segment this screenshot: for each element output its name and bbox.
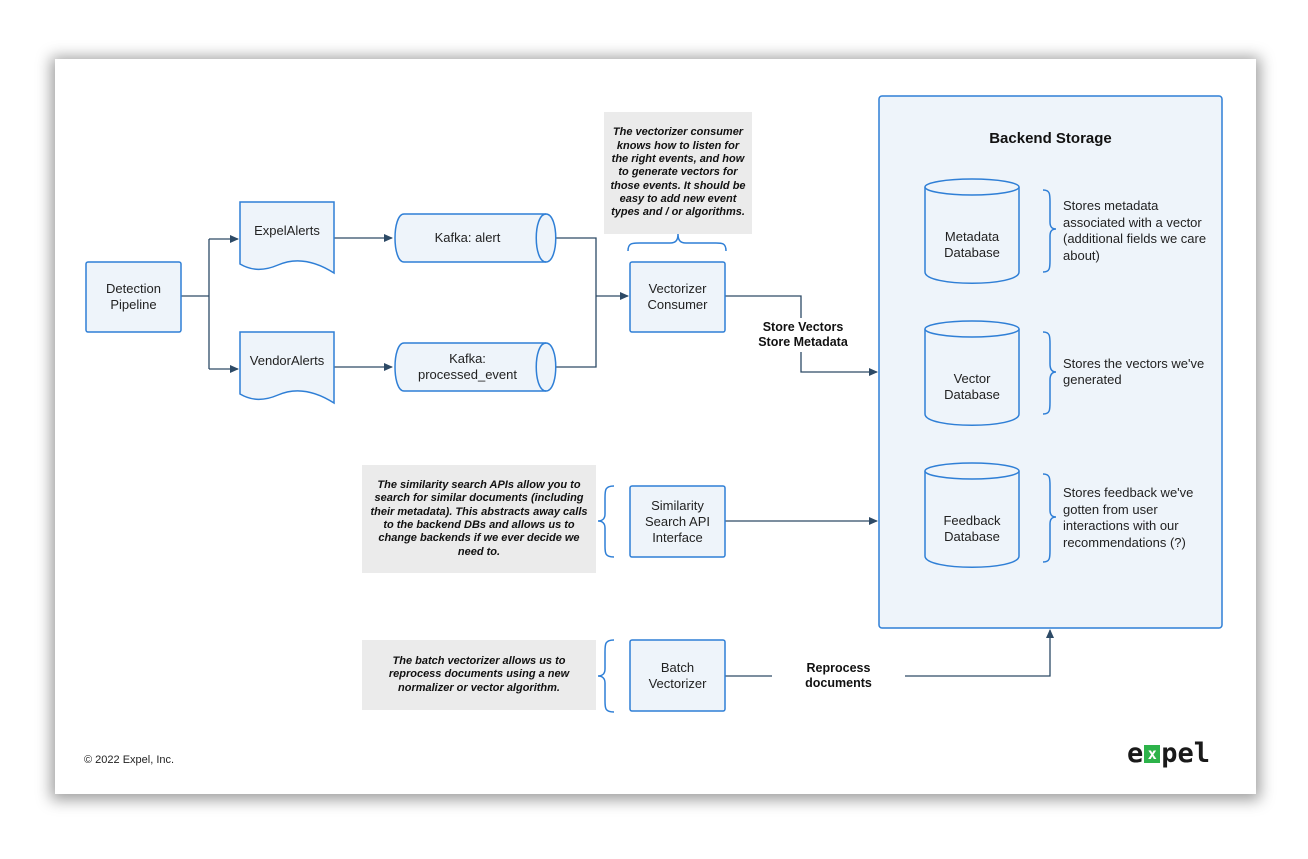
vector-db-node[interactable]: [924, 329, 1020, 426]
expel-logo: e x pel: [1127, 738, 1210, 769]
batch-note: The batch vectorizer allows us to reproc…: [388, 655, 570, 694]
metadata-db-label: Metadata Database: [944, 229, 1000, 260]
feedback-brace: [1042, 473, 1057, 563]
similarity-note: The similarity search APIs allow you to …: [370, 479, 588, 558]
metadata-side-note: Stores metadata associated with a vector…: [1063, 198, 1207, 263]
vector-db-label: Vector Database: [944, 371, 1000, 402]
similarity-brace: [597, 485, 615, 558]
backend-storage-title: Backend Storage: [989, 129, 1112, 147]
batch-note-box: [362, 640, 596, 710]
vectorizer-brace: [627, 233, 727, 252]
edge-pipeline-branch: [181, 239, 210, 369]
similarity-api-label: Similarity Search API Interface: [644, 497, 711, 545]
vectors-side-note: Stores the vectors we've generated: [1063, 355, 1205, 388]
kafka-alert-label: Kafka: alert: [434, 230, 501, 245]
vectorizer-note: The vectorizer consumer knows how to lis…: [610, 126, 746, 219]
vectorizer-consumer-node[interactable]: [629, 261, 726, 333]
batch-vectorizer-node[interactable]: [629, 639, 726, 712]
vendoralerts-node[interactable]: [239, 331, 335, 405]
similarity-api-node[interactable]: [629, 485, 726, 558]
metadata-db-top: [924, 178, 1020, 196]
edge-kafka-merge: [556, 237, 628, 368]
store-edge-label: Store Vectors Store Metadata: [748, 318, 858, 352]
vendoralerts-label: VendorAlerts: [249, 353, 325, 368]
metadata-brace: [1042, 189, 1057, 273]
metadata-db-node[interactable]: [924, 187, 1020, 284]
copyright-text: © 2022 Expel, Inc.: [84, 754, 175, 766]
feedback-db-label: Feedback Database: [943, 513, 1001, 544]
kafka-processed-cap: [535, 342, 547, 392]
detection-pipeline-node[interactable]: [85, 261, 182, 333]
logo-mark: x: [1144, 744, 1161, 763]
vectorizer-consumer-label: Vectorizer Consumer: [647, 281, 708, 312]
vectors-brace: [1042, 331, 1057, 415]
batch-vectorizer-label: Batch Vectorizer: [648, 659, 707, 691]
feedback-side-note: Stores feedback we've gotten from user i…: [1063, 485, 1194, 550]
logo-left: e: [1127, 738, 1144, 769]
reprocess-edge-label: Reprocess documents: [772, 661, 905, 690]
flow-diagram: [85, 95, 1223, 713]
logo-right: pel: [1161, 738, 1211, 769]
expelalerts-node[interactable]: [239, 201, 335, 275]
kafka-processed-label: Kafka: processed_event: [417, 351, 517, 382]
feedback-db-top: [924, 462, 1020, 480]
vector-db-top: [924, 320, 1020, 338]
batch-brace: [597, 639, 615, 713]
diagram-card: Detection Pipeline ExpelAlerts VendorAle…: [55, 59, 1256, 794]
detection-pipeline-label: Detection Pipeline: [106, 281, 161, 312]
feedback-db-node[interactable]: [924, 471, 1020, 568]
vectorizer-note-box: [604, 112, 752, 234]
similarity-note-box: [362, 465, 596, 573]
expelalerts-label: ExpelAlerts: [254, 223, 320, 238]
kafka-alert-cap: [535, 213, 547, 263]
